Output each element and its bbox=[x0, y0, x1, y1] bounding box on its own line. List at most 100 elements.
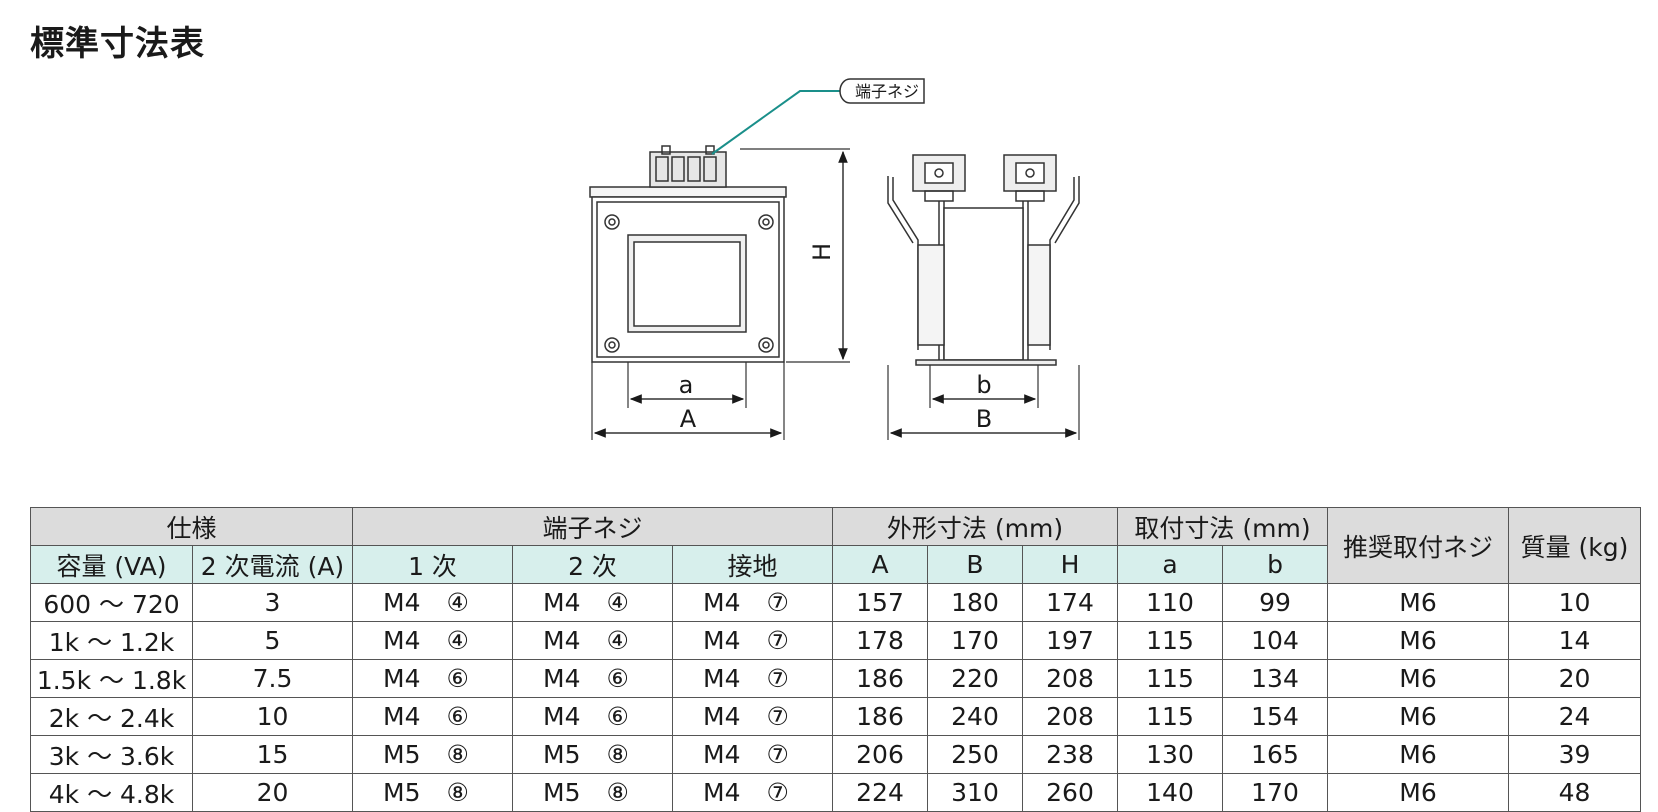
cell-dim-A: 224 bbox=[832, 773, 928, 812]
cell-ground-screw: M4 ⑦ bbox=[672, 659, 833, 698]
cell-ground-screw-number: ⑦ bbox=[766, 626, 789, 655]
cell-mount-b: 99 bbox=[1222, 583, 1328, 622]
cell-ground-screw: M4 ⑦ bbox=[672, 621, 833, 660]
cell-dim-A: 157 bbox=[832, 583, 928, 622]
cell-primary-screw-size: M5 bbox=[383, 740, 421, 769]
cell-mass: 10 bbox=[1508, 583, 1641, 622]
cell-secondary-screw-number: ⑧ bbox=[606, 740, 629, 769]
dim-label-B: B bbox=[976, 405, 992, 433]
cell-mount-a: 115 bbox=[1117, 659, 1223, 698]
cell-primary-screw-number: ⑧ bbox=[446, 778, 469, 807]
cell-primary-screw-size: M4 bbox=[383, 626, 421, 655]
cell-mount-b: 104 bbox=[1222, 621, 1328, 660]
page-title: 標準寸法表 bbox=[30, 24, 205, 64]
dimension-b bbox=[929, 365, 1039, 408]
header-secondary: 2 次 bbox=[512, 545, 673, 584]
standard-dimension-table: 仕様 端子ネジ 外形寸法 (mm) 取付寸法 (mm) 推奨取付ネジ 質量 (k… bbox=[30, 507, 1641, 812]
cell-dim-H: 197 bbox=[1022, 621, 1118, 660]
transformer-dimension-diagram: 端子ネジ H a A bbox=[589, 78, 1080, 440]
side-view bbox=[887, 154, 1080, 366]
cell-dim-A: 186 bbox=[832, 697, 928, 736]
cell-secondary-screw-size: M4 bbox=[543, 702, 581, 731]
cell-secondary-current: 7.5 bbox=[192, 659, 353, 698]
header-spec: 仕様 bbox=[30, 507, 353, 546]
cell-primary-screw-number: ⑧ bbox=[446, 740, 469, 769]
cell-ground-screw-size: M4 bbox=[703, 588, 741, 617]
cell-ground-screw-number: ⑦ bbox=[766, 740, 789, 769]
cell-primary-screw-size: M4 bbox=[383, 702, 421, 731]
cell-capacity: 600 ～ 720 bbox=[30, 583, 193, 622]
cell-ground-screw-size: M4 bbox=[703, 664, 741, 693]
cell-mount-a: 110 bbox=[1117, 583, 1223, 622]
cell-mass: 48 bbox=[1508, 773, 1641, 812]
dimension-A bbox=[591, 362, 785, 440]
cell-recommended-screw: M6 bbox=[1327, 773, 1509, 812]
cell-primary-screw-number: ④ bbox=[446, 588, 469, 617]
header-outer-dims: 外形寸法 (mm) bbox=[832, 507, 1118, 546]
cell-dim-A: 186 bbox=[832, 659, 928, 698]
cell-secondary-screw-number: ④ bbox=[606, 626, 629, 655]
cell-mount-b: 170 bbox=[1222, 773, 1328, 812]
cell-mass: 20 bbox=[1508, 659, 1641, 698]
cell-capacity: 2k ～ 2.4k bbox=[30, 697, 193, 736]
header-ground: 接地 bbox=[672, 545, 833, 584]
cell-recommended-screw: M6 bbox=[1327, 735, 1509, 774]
cell-dim-B: 170 bbox=[927, 621, 1023, 660]
header-primary: 1 次 bbox=[352, 545, 513, 584]
dimension-H bbox=[740, 148, 850, 363]
dim-label-a: a bbox=[679, 371, 694, 399]
cell-secondary-current: 10 bbox=[192, 697, 353, 736]
cell-capacity: 1.5k ～ 1.8k bbox=[30, 659, 193, 698]
cell-secondary-current: 3 bbox=[192, 583, 353, 622]
cell-dim-B: 240 bbox=[927, 697, 1023, 736]
cell-dim-B: 180 bbox=[927, 583, 1023, 622]
cell-primary-screw-size: M4 bbox=[383, 588, 421, 617]
cell-capacity: 1k ～ 1.2k bbox=[30, 621, 193, 660]
cell-secondary-current: 15 bbox=[192, 735, 353, 774]
cell-ground-screw-size: M4 bbox=[703, 702, 741, 731]
cell-mount-a: 115 bbox=[1117, 621, 1223, 660]
header-terminal-screw: 端子ネジ bbox=[352, 507, 833, 546]
cell-capacity: 4k ～ 4.8k bbox=[30, 773, 193, 812]
header-A: A bbox=[832, 545, 928, 584]
cell-mass: 39 bbox=[1508, 735, 1641, 774]
cell-primary-screw: M5 ⑧ bbox=[352, 735, 513, 774]
cell-dim-H: 238 bbox=[1022, 735, 1118, 774]
cell-secondary-current: 5 bbox=[192, 621, 353, 660]
cell-mount-b: 165 bbox=[1222, 735, 1328, 774]
terminal-screw-callout: 端子ネジ bbox=[711, 78, 925, 155]
cell-dim-B: 250 bbox=[927, 735, 1023, 774]
cell-ground-screw-number: ⑦ bbox=[766, 588, 789, 617]
cell-ground-screw-size: M4 bbox=[703, 778, 741, 807]
header-b: b bbox=[1222, 545, 1328, 584]
cell-dim-B: 220 bbox=[927, 659, 1023, 698]
dimension-a bbox=[627, 362, 747, 408]
cell-mass: 24 bbox=[1508, 697, 1641, 736]
cell-recommended-screw: M6 bbox=[1327, 697, 1509, 736]
cell-ground-screw-number: ⑦ bbox=[766, 664, 789, 693]
cell-mass: 14 bbox=[1508, 621, 1641, 660]
cell-dim-B: 310 bbox=[927, 773, 1023, 812]
dimension-B bbox=[887, 365, 1080, 440]
header-mass: 質量 (kg) bbox=[1508, 507, 1641, 584]
cell-recommended-screw: M6 bbox=[1327, 583, 1509, 622]
cell-secondary-screw-number: ⑧ bbox=[606, 778, 629, 807]
cell-ground-screw-size: M4 bbox=[703, 626, 741, 655]
header-B: B bbox=[927, 545, 1023, 584]
cell-ground-screw: M4 ⑦ bbox=[672, 583, 833, 622]
